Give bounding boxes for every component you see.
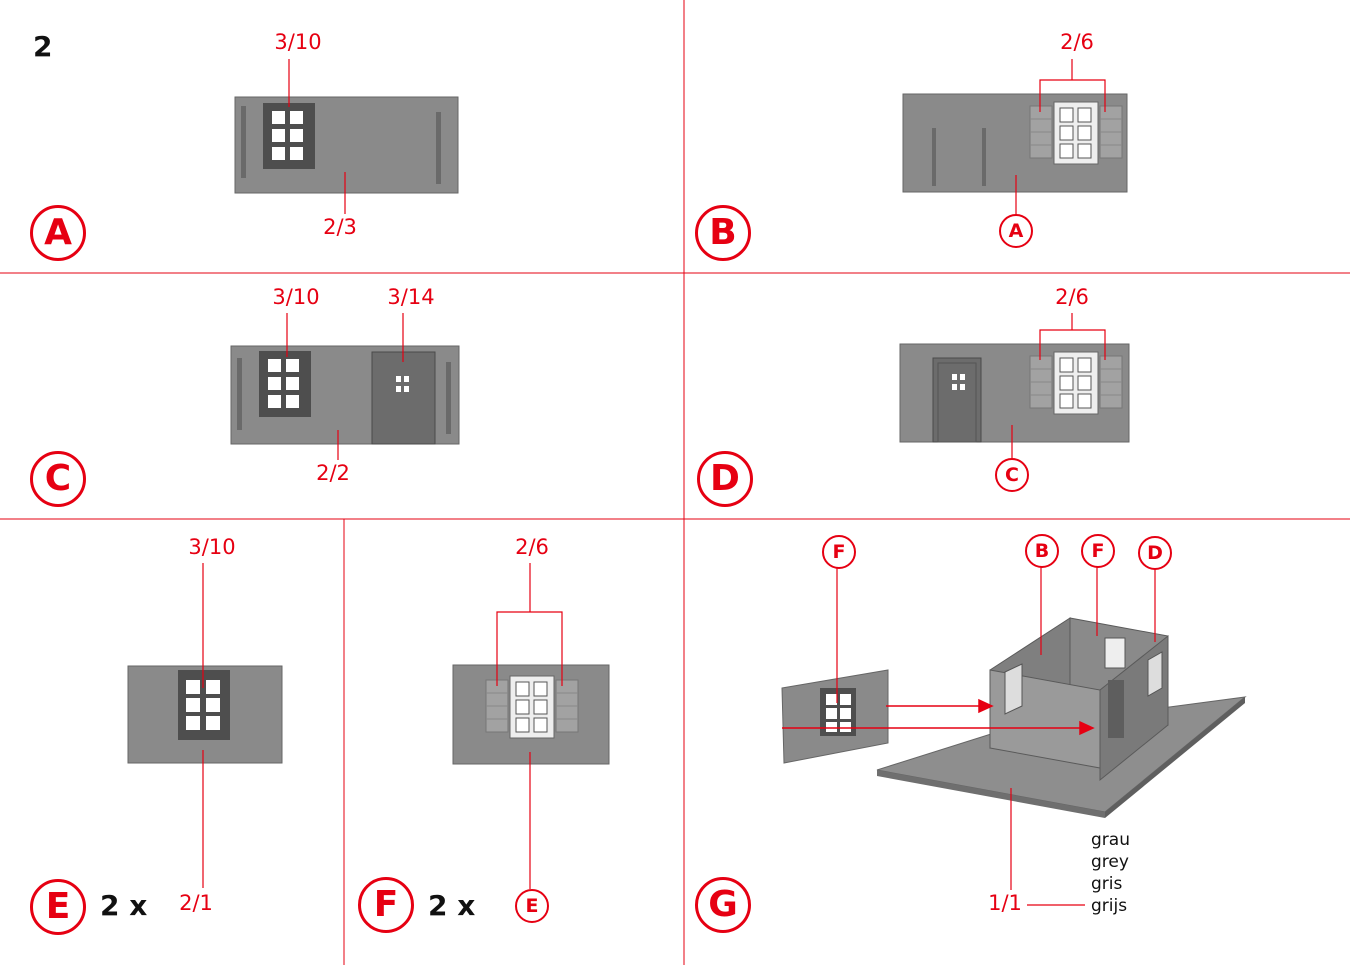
ref-letter: E [515, 889, 549, 923]
step-letter-b: B [695, 205, 751, 261]
part-label: 3/10 [274, 32, 321, 53]
page-number: 2 [33, 30, 52, 63]
ref-letter: F [1081, 534, 1115, 568]
step-letter-e: E [30, 879, 86, 935]
part-label: 1/1 [988, 893, 1022, 914]
step-letter-c: C [30, 451, 86, 507]
step-letter-d: D [697, 451, 753, 507]
ref-letter: D [1138, 536, 1172, 570]
ref-letter: F [822, 535, 856, 569]
part-label: 2/2 [316, 463, 350, 484]
wall-part-a [235, 97, 458, 193]
step-letter-g: G [695, 877, 751, 933]
color-name: grey [1091, 851, 1130, 873]
quantity-label: 2 x [100, 892, 147, 920]
wall-part-c [231, 346, 459, 444]
part-label: 2/3 [323, 217, 357, 238]
wall-part-b [903, 94, 1127, 192]
wall-part-f [453, 665, 609, 764]
part-label: 2/6 [515, 537, 549, 558]
part-label: 2/1 [179, 893, 213, 914]
part-label: 2/6 [1060, 32, 1094, 53]
wall-part-d [900, 344, 1129, 442]
color-names: grau grey gris grijs [1091, 829, 1130, 917]
color-name: grijs [1091, 895, 1130, 917]
part-label: 3/10 [272, 287, 319, 308]
step-letter-a: A [30, 205, 86, 261]
wall-part-e [128, 666, 282, 763]
ref-letter: C [995, 458, 1029, 492]
house-assembly [782, 618, 1245, 818]
ref-letter: B [1025, 534, 1059, 568]
quantity-label: 2 x [428, 892, 475, 920]
step-letter-f: F [358, 877, 414, 933]
color-name: grau [1091, 829, 1130, 851]
ref-letter: A [999, 214, 1033, 248]
part-label: 3/14 [387, 287, 434, 308]
part-label: 3/10 [188, 537, 235, 558]
part-label: 2/6 [1055, 287, 1089, 308]
color-name: gris [1091, 873, 1130, 895]
